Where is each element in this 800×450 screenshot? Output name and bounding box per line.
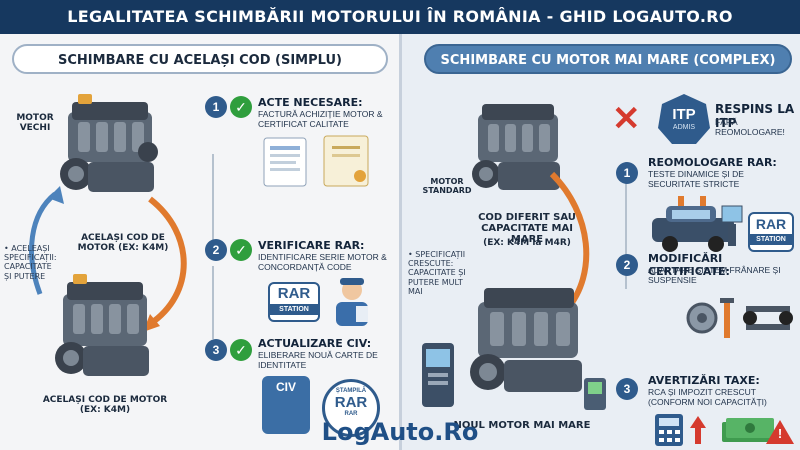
right-step-3-number: 3 — [616, 378, 638, 400]
warning-icon-mark: ! — [777, 426, 783, 441]
calculator-icon — [655, 414, 683, 446]
right-panel-header: SCHIMBARE CU MOTOR MAI MARE (COMPLEX) — [424, 44, 792, 74]
itp-badge-sub: ADMIS — [672, 124, 696, 131]
money-icon — [722, 418, 774, 442]
right-step-1-desc: TESTE DINAMICE ȘI DE SECURITATE STRICTE — [648, 169, 744, 189]
step-1-desc: FACTURĂ ACHIZIȚIE MOTOR & CERTIFICAT CAL… — [258, 109, 383, 129]
step-2-number: 2 — [205, 239, 227, 261]
step-1-title: ACTE NECESARE: — [258, 96, 363, 109]
rar-station-label-right: STATION — [750, 234, 792, 245]
step-1-number: 1 — [205, 96, 227, 118]
standard-engine-label: MOTOR STANDARD — [422, 177, 472, 195]
stamp-mid-text: RAR — [334, 394, 368, 411]
increased-specs-note: • SPECIFICAȚII CRESCUTE: CAPACITATE ȘI P… — [408, 250, 466, 296]
stamp-top-text: ȘTAMPILĂ — [335, 388, 367, 394]
right-step-2-desc: ADAPTARE SISTEM FRÂNARE ȘI SUSPENSIE — [648, 265, 781, 285]
civ-label: CIV — [275, 380, 296, 394]
rar-stamp-icon: ȘTAMPILĂ RAR RAR — [322, 379, 380, 437]
different-code-example: (EX: K4M la M4R) — [483, 238, 571, 248]
rar-station-badge-right: RAR STATION — [748, 212, 794, 252]
right-step-1-title: REOMOLOGARE RAR: — [648, 156, 777, 169]
step-3-desc: ELIBERARE NOUĂ CARTE DE IDENTITATE — [258, 350, 378, 370]
car-test-icon — [652, 196, 734, 252]
up-arrow-icon — [690, 416, 706, 444]
rar-station-label: STATION — [270, 304, 318, 315]
itp-badge-icon — [658, 94, 710, 144]
step-2-title: VERIFICARE RAR: — [258, 239, 365, 252]
diagnostic-machine-icon — [422, 343, 454, 407]
same-code-label-top: ACELAȘI COD DE MOTOR (EX: K4M) — [77, 233, 169, 253]
page-title: LEGALITATEA SCHIMBĂRII MOTORULUI ÎN ROMÂ… — [0, 0, 800, 34]
tester-device-icon — [584, 378, 606, 410]
left-panel-header: SCHIMBARE CU ACELAȘI COD (SIMPLU) — [12, 44, 388, 74]
panel-divider — [399, 34, 402, 450]
check-icon: ✓ — [230, 96, 252, 118]
stamp-bottom-text: RAR — [344, 411, 358, 417]
standard-engine-icon — [472, 104, 560, 190]
inspector-icon — [336, 278, 368, 326]
new-engine-label: NOUL MOTOR MAI MARE — [453, 420, 591, 431]
civ-booklet-icon: CIV — [262, 376, 310, 434]
step-3-number: 3 — [205, 339, 227, 361]
rar-badge-label: RAR — [277, 285, 311, 302]
different-code-label: COD DIFERIT SAU CAPACITATE MAI MARE — [478, 212, 576, 245]
reject-x-icon: ✕ — [612, 100, 641, 138]
left-panel-simple: SCHIMBARE CU ACELAȘI COD (SIMPLU) MOTOR … — [0, 34, 400, 450]
check-icon: ✓ — [230, 239, 252, 261]
right-panel-complex: SCHIMBARE CU MOTOR MAI MARE (COMPLEX) MO… — [402, 34, 800, 450]
right-step-1-number: 1 — [616, 162, 638, 184]
rejected-itp-desc: FĂRĂ REOMOLOGARE! — [715, 117, 785, 137]
replacement-engine-icon — [55, 274, 149, 376]
new-bigger-engine-icon — [470, 288, 582, 392]
old-engine-icon — [60, 94, 158, 192]
check-icon: ✓ — [230, 339, 252, 361]
rejected-itp-title: RESPINS LA ITP — [715, 102, 795, 130]
step-3-title: ACTUALIZARE CIV: — [258, 337, 372, 350]
right-step-2-number: 2 — [616, 254, 638, 276]
step-2-desc: IDENTIFICARE SERIE MOTOR & CONCORDANȚĂ C… — [258, 252, 387, 272]
right-step-3-desc: RCA ȘI IMPOZIT CRESCUT (CONFORM NOI CAPA… — [648, 387, 767, 407]
itp-badge-label: ITP — [672, 106, 696, 123]
old-engine-label: MOTOR VECHI — [16, 113, 54, 133]
computer-station-icon — [721, 205, 743, 246]
right-step-2-title: MODIFICĂRI CERTIFICATE: — [648, 252, 730, 278]
right-step-3-title: AVERTIZĂRI TAXE: — [648, 374, 760, 387]
documents-icon — [263, 135, 369, 187]
warning-icon — [766, 420, 794, 444]
same-specs-note: • ACELEAȘI SPECIFICAȚII: CAPACITATE ȘI P… — [4, 244, 57, 281]
logauto-logo: LogAuto.Ro — [321, 418, 479, 446]
same-code-label-bottom: ACELAȘI COD DE MOTOR (EX: K4M) — [42, 395, 168, 415]
rar-badge-label-right: RAR — [755, 216, 787, 232]
rar-station-badge: RAR STATION — [268, 282, 320, 322]
cycle-arrows — [29, 154, 214, 339]
brake-suspension-icon — [686, 298, 793, 338]
